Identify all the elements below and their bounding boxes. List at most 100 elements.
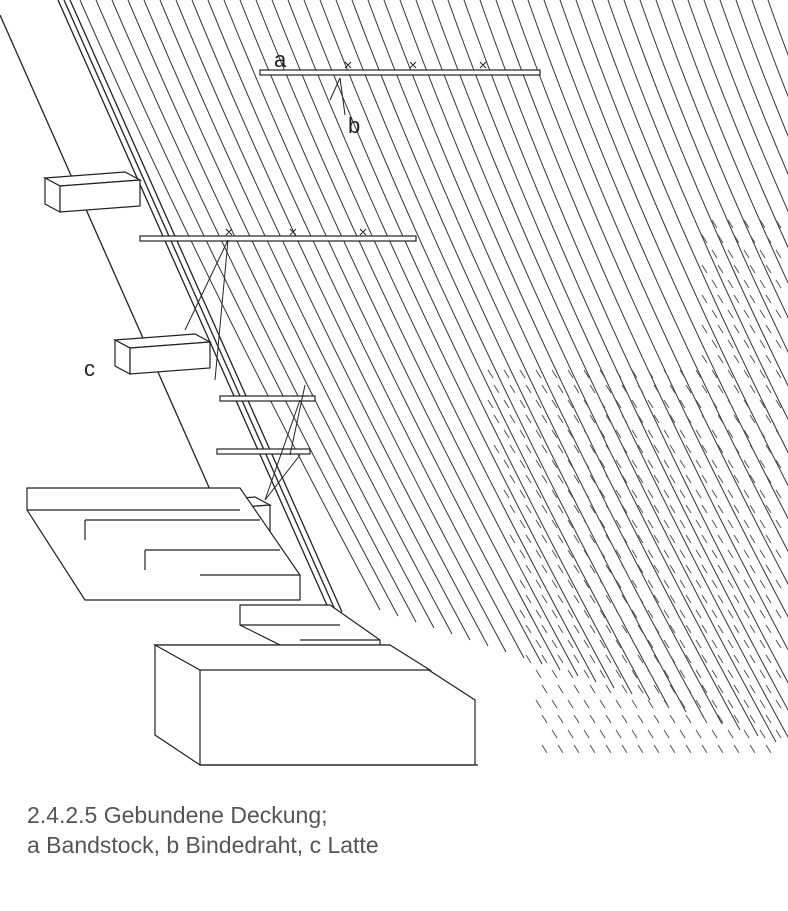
eaves-boards <box>26 487 381 656</box>
thatch-dash <box>695 399 702 409</box>
thatch-dash <box>583 489 590 499</box>
thatch-dash <box>637 684 644 694</box>
thatch-dash <box>525 564 532 574</box>
thatch-dash <box>631 579 638 589</box>
thatch-dash <box>717 414 724 424</box>
thatch-stroke <box>79 0 381 611</box>
thatch-dash <box>541 714 548 724</box>
thatch-dash <box>631 489 638 499</box>
thatch-dash <box>551 429 558 439</box>
thatch-dash <box>535 429 542 439</box>
thatch-dash <box>647 699 654 709</box>
thatch-stroke <box>527 0 788 586</box>
thatch-dash <box>605 624 612 634</box>
thatch-dash <box>637 744 644 754</box>
thatch-dash <box>727 249 734 259</box>
thatch-dash <box>701 294 708 304</box>
thatch-dash <box>743 699 750 709</box>
thatch-dash <box>541 624 548 634</box>
thatch-stroke <box>175 0 489 647</box>
thatch-dash <box>551 669 558 679</box>
thatch-dash <box>759 309 766 319</box>
thatch-dash <box>631 639 638 649</box>
thatch-dash <box>775 249 782 259</box>
thatch-stroke <box>191 0 507 653</box>
thatch-dash <box>695 669 702 679</box>
thatch-dash <box>637 414 644 424</box>
thatch-dash <box>589 474 596 484</box>
thatch-dash <box>711 639 718 649</box>
thatch-dash <box>717 504 724 514</box>
thatch-dash <box>743 519 750 529</box>
thatch-dash <box>615 459 622 469</box>
thatch-dash <box>519 609 526 619</box>
batten-1 <box>42 171 143 213</box>
thatch-dash <box>759 429 766 439</box>
thatch-dash <box>605 744 612 754</box>
thatch-dash <box>701 654 708 664</box>
thatch-dash <box>653 714 660 724</box>
thatch-dash <box>743 339 750 349</box>
thatch-dash <box>573 684 580 694</box>
thatch-dash <box>685 744 692 754</box>
thatch-dash <box>535 459 542 469</box>
thatch-dash <box>663 639 670 649</box>
thatch-dash <box>583 579 590 589</box>
thatch-dash <box>679 729 686 739</box>
thatch-dash <box>541 474 548 484</box>
thatch-dash <box>599 669 606 679</box>
thatch-dash <box>557 684 564 694</box>
thatch-dash <box>685 534 692 544</box>
thatch-dash <box>557 444 564 454</box>
thatch-dash <box>695 519 702 529</box>
thatch-dash <box>765 504 772 514</box>
thatch-dash <box>733 624 740 634</box>
thatch-dash <box>749 684 756 694</box>
thatch-dash <box>727 729 734 739</box>
thatch-dash <box>589 504 596 514</box>
thatch-dash <box>653 444 660 454</box>
thatch-dash <box>615 639 622 649</box>
thatch-stroke <box>495 0 788 651</box>
thatch-dash <box>573 624 580 634</box>
thatch-dash <box>743 279 750 289</box>
thatch-stroke <box>303 0 633 695</box>
thatch-dash <box>599 699 606 709</box>
thatch-dash <box>525 474 532 484</box>
thatch-dash <box>669 624 676 634</box>
thatch-dash <box>557 594 564 604</box>
thatch-dash <box>669 474 676 484</box>
thatch-dash <box>519 459 526 469</box>
thatch-dash <box>653 504 660 514</box>
label-a: a <box>274 47 287 72</box>
thatch-dash <box>765 714 772 724</box>
thatch-dash <box>711 249 718 259</box>
thatch-dash <box>631 369 638 379</box>
thatch-dash <box>775 279 782 289</box>
thatch-dash <box>727 219 734 229</box>
thatch-dash <box>695 549 702 559</box>
thatch-dash <box>765 654 772 664</box>
thatch-dash <box>551 549 558 559</box>
thatch-dash <box>685 384 692 394</box>
thatch-stroke <box>95 0 399 617</box>
thatch-dash <box>535 699 542 709</box>
thatch-dash <box>621 504 628 514</box>
thatch-dash <box>487 369 494 379</box>
thatch-dash <box>679 369 686 379</box>
thatch-dash <box>727 699 734 709</box>
thatch-dash <box>605 504 612 514</box>
thatch-dash <box>535 609 542 619</box>
thatch-stroke <box>591 0 788 454</box>
thatch-dash <box>743 609 750 619</box>
thatch-dash <box>583 639 590 649</box>
thatch-dash <box>653 594 660 604</box>
thatch-dash <box>637 504 644 514</box>
thatch-dash <box>765 414 772 424</box>
thatch-dash <box>727 519 734 529</box>
thatch-dash <box>759 579 766 589</box>
thatch-dash <box>663 729 670 739</box>
thatch-dash <box>551 639 558 649</box>
thatch-dash <box>759 519 766 529</box>
thatch-dash <box>775 609 782 619</box>
